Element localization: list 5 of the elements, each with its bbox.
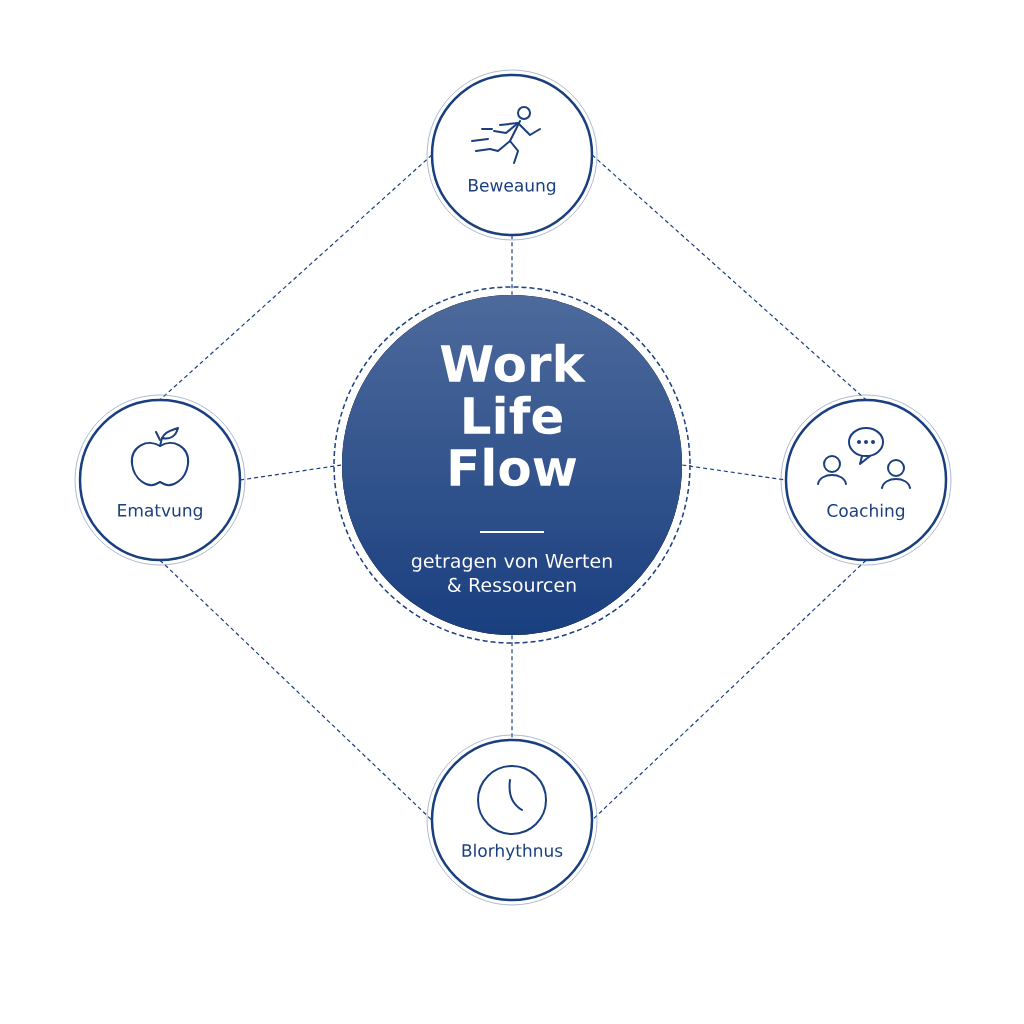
connector-line [159, 154, 433, 401]
connector-line [239, 464, 343, 481]
connector-line [511, 234, 513, 296]
connector-line [159, 559, 433, 821]
connector-line [591, 154, 867, 401]
